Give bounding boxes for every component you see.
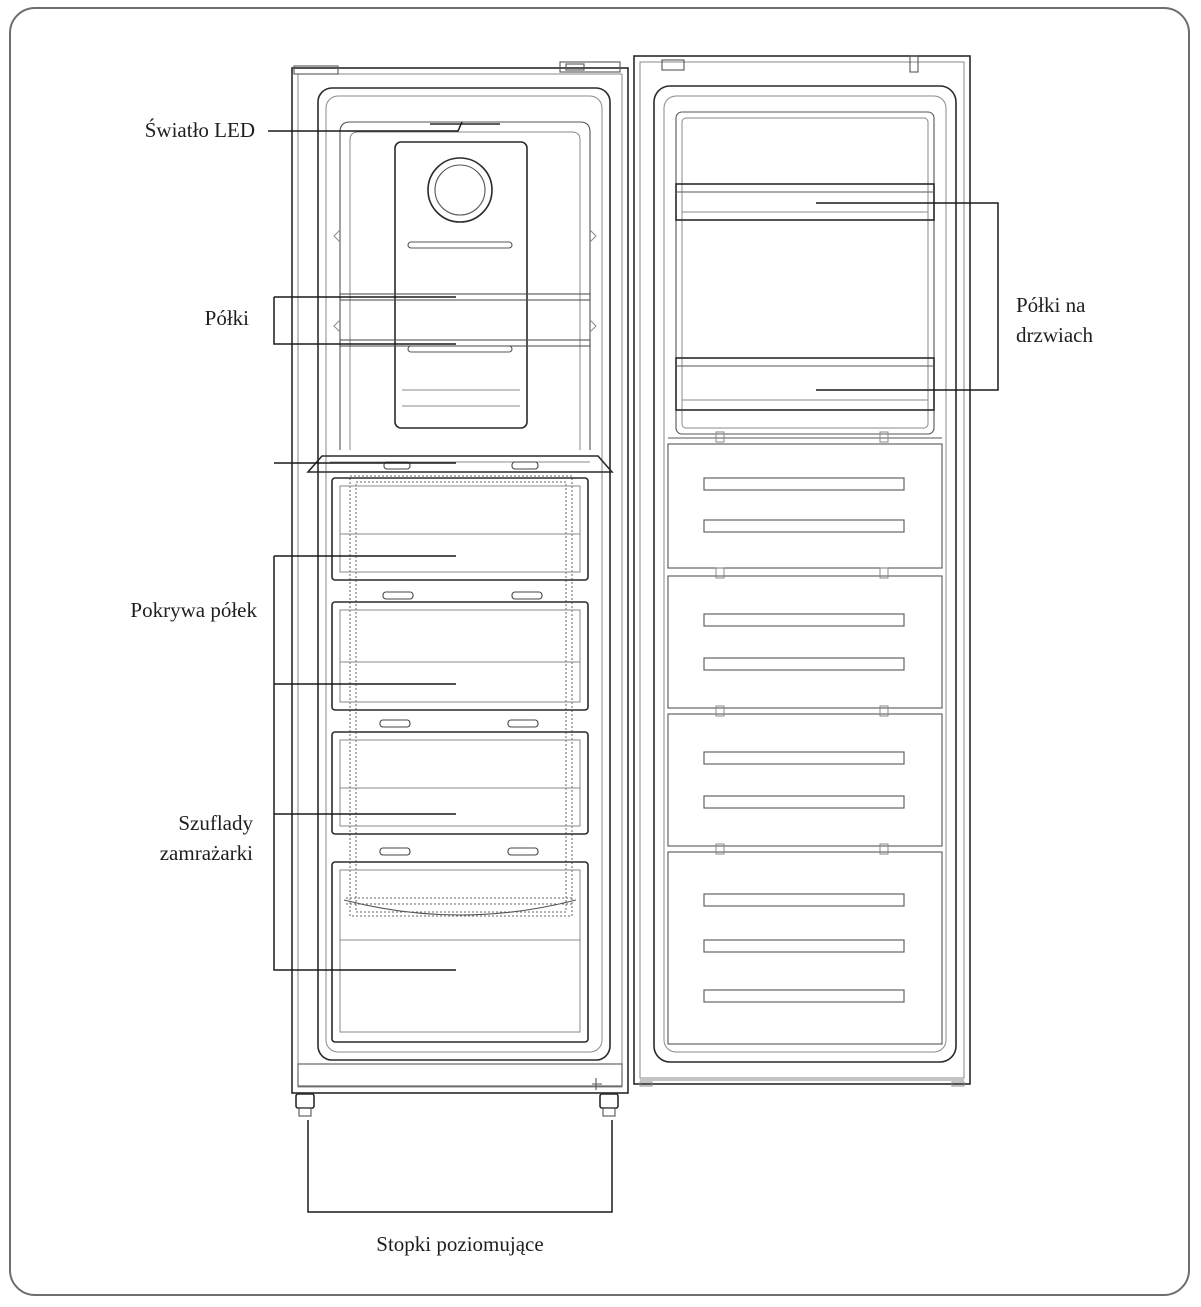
freezer-door (633, 55, 971, 1087)
diagram-frame (9, 7, 1190, 1296)
label-door-shelves: Półki na drzwiach (1016, 293, 1093, 347)
label-shelf-cover: Pokrywa półek (130, 598, 257, 622)
label-freezer-drawers: Szuflady zamrażarki (159, 811, 253, 865)
leader-lines (268, 121, 999, 1213)
label-leveling-feet: Stopki poziomujące (376, 1232, 544, 1256)
freezer-cabinet (291, 61, 629, 1117)
label-led-light: Światło LED (144, 118, 255, 142)
label-shelves: Półki (204, 306, 249, 330)
